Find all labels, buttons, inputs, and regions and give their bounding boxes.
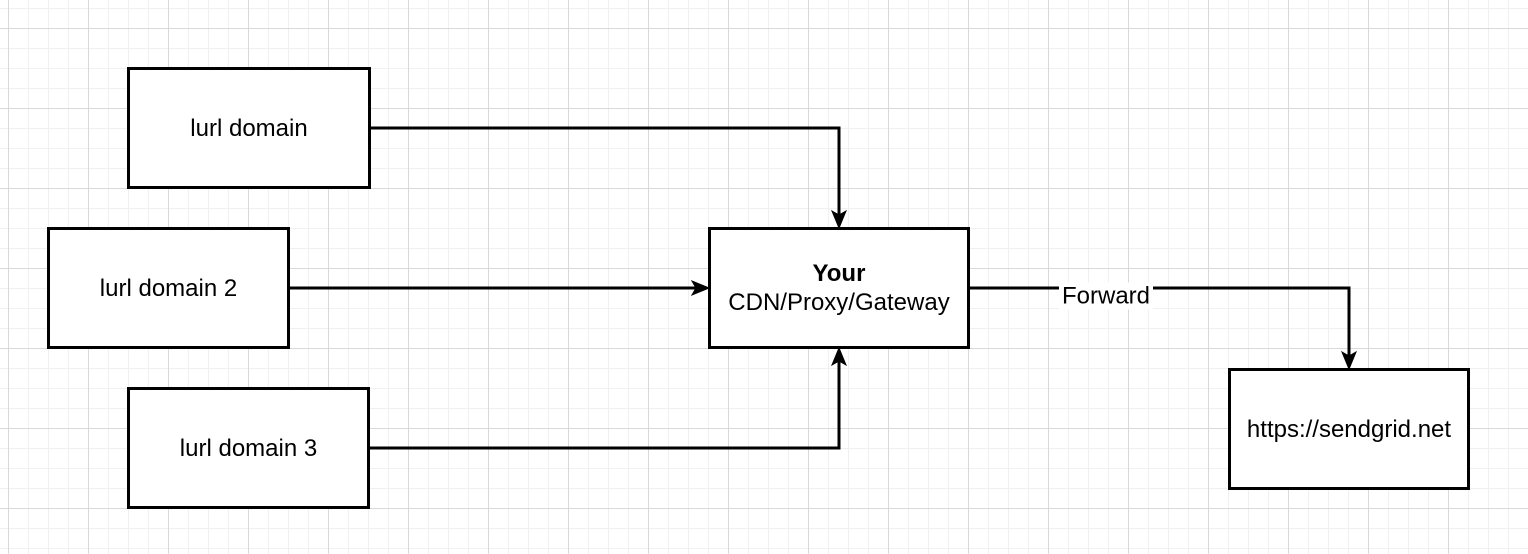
node-gateway-title: Your (812, 260, 866, 287)
node-gateway[interactable]: Your CDN/Proxy/Gateway (708, 227, 970, 349)
node-lurl-domain-2[interactable]: lurl domain 2 (47, 227, 290, 349)
node-lurl-domain-3-label: lurl domain 3 (179, 434, 318, 462)
edge-lurl-domain-3-to-gateway[interactable] (370, 346, 848, 450)
node-lurl-domain-label: lurl domain (190, 114, 308, 142)
edge-gateway-to-sendgrid[interactable] (969, 286, 1358, 371)
edge-lurl-domain-2-to-gateway[interactable] (289, 279, 711, 297)
edge-lurl-domain-to-gateway[interactable] (370, 126, 848, 230)
node-lurl-domain[interactable]: lurl domain (127, 67, 371, 189)
node-gateway-subtitle: CDN/Proxy/Gateway (728, 289, 950, 316)
node-sendgrid-label: https://sendgrid.net (1246, 415, 1452, 443)
node-lurl-domain-3[interactable]: lurl domain 3 (127, 387, 370, 509)
edge-label-forward[interactable]: Forward (1058, 282, 1154, 310)
node-sendgrid[interactable]: https://sendgrid.net (1228, 368, 1470, 490)
node-lurl-domain-2-label: lurl domain 2 (99, 274, 238, 302)
